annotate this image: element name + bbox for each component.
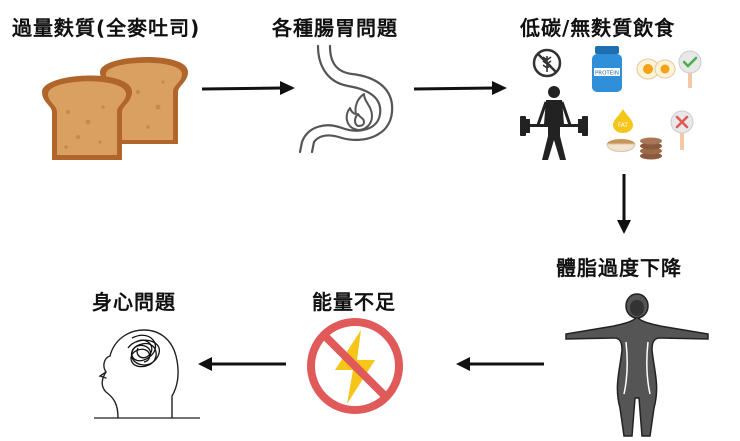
arrow-bread-to-gut: [201, 81, 295, 95]
bread-icon: [42, 56, 188, 160]
protein-jar-icon: PROTEIN: [592, 46, 622, 92]
cookies-stack-icon: [640, 137, 662, 160]
no-energy-icon: [307, 318, 403, 414]
fire-icon: [345, 93, 373, 131]
label-low-energy: 能量不足: [312, 290, 396, 314]
no-wheat-icon: [532, 48, 562, 78]
fat-drop-icon: FAT: [613, 109, 633, 133]
arrow-diet-to-body: [617, 174, 631, 234]
label-body-fat-drop: 體脂過度下降: [556, 256, 682, 280]
label-mind-body-problems: 身心問題: [92, 290, 176, 314]
arrow-gut-to-diet: [413, 81, 507, 95]
diet-icons-group: PROTEIN FAT: [520, 44, 720, 164]
eggs-icon: [636, 58, 676, 80]
arrow-energy-to-mind: [198, 357, 286, 371]
fat-label: FAT: [618, 122, 629, 129]
label-excess-gluten: 過量麩質(全麥吐司): [12, 16, 201, 40]
label-low-carb-diet: 低碳/無麩質飲食: [520, 16, 676, 40]
nuts-bowl-icon: [606, 139, 636, 152]
weightlifter-icon: [520, 86, 588, 160]
arrow-body-to-energy: [456, 357, 544, 371]
body-silhouette-icon: [565, 293, 709, 437]
check-sign-icon: [678, 50, 702, 88]
stomach-icon: [298, 44, 394, 154]
cross-sign-icon: [670, 110, 694, 150]
protein-label: PROTEIN: [595, 71, 619, 77]
head-scribble-icon: [94, 329, 200, 419]
label-gut-problems: 各種腸胃問題: [272, 16, 398, 40]
